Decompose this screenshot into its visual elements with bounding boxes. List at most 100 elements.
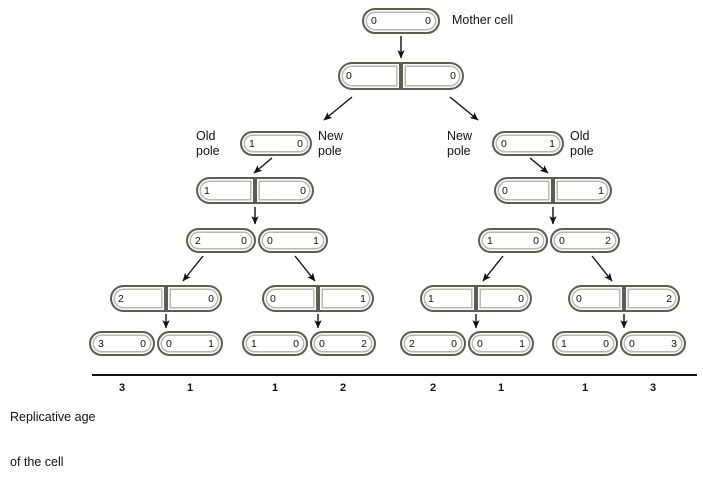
pole-age-left: 1 xyxy=(428,292,434,305)
pole-age-left: 0 xyxy=(501,137,507,150)
replicative-age-label: Replicative age of the cell xyxy=(10,379,95,501)
pole-age-right: 0 xyxy=(451,337,457,350)
arrow-g2-left xyxy=(253,157,273,174)
pole-age-left: 0 xyxy=(477,337,483,350)
replicative-age-value: 2 xyxy=(339,382,347,394)
cell-half-right xyxy=(624,285,680,312)
pole-age-right: 1 xyxy=(208,337,214,350)
arrow-g1-left xyxy=(323,96,353,121)
pole-age-right: 0 xyxy=(603,337,609,350)
pole-age-right: 1 xyxy=(313,234,319,247)
pole-age-right: 0 xyxy=(140,337,146,350)
label-line: pole xyxy=(196,144,220,159)
arrow-g3-c2 xyxy=(294,255,316,282)
cell-half-right xyxy=(553,177,612,204)
pole-age-left: 0 xyxy=(166,337,172,350)
pole-age-right: 1 xyxy=(519,337,525,350)
replicative-age-label-line2: of the cell xyxy=(10,455,64,470)
arrow-g3-c4 xyxy=(591,255,613,282)
label-line: New xyxy=(447,129,473,143)
replicative-age-label-line1: Replicative age xyxy=(10,409,96,424)
pole-age-left: 3 xyxy=(98,337,104,350)
pole-age-right: 2 xyxy=(361,337,367,350)
pole-age-left: 0 xyxy=(559,234,565,247)
division-arrows xyxy=(162,36,628,329)
pole-age-right: 1 xyxy=(598,184,604,197)
label-line: pole xyxy=(447,144,471,159)
cell-half-left xyxy=(568,285,624,312)
pole-age-left: 1 xyxy=(487,234,493,247)
label-line: New xyxy=(318,129,344,143)
pole-age-right: 0 xyxy=(297,137,303,150)
replicative-age-value: 1 xyxy=(581,382,589,394)
mother-cell-label: Mother cell xyxy=(452,13,513,28)
cell-half-left xyxy=(338,62,401,90)
pole-age-left: 2 xyxy=(118,292,124,305)
replicative-age-value: 1 xyxy=(271,382,279,394)
cell-half-right xyxy=(318,285,374,312)
arrow-g3-c1 xyxy=(182,255,204,282)
label-line: Old xyxy=(570,129,590,143)
cell-half-left xyxy=(494,177,553,204)
replicative-age-value: 3 xyxy=(649,382,657,394)
pole-age-left: 0 xyxy=(576,292,582,305)
label-line: pole xyxy=(318,144,342,159)
replicative-age-value: 3 xyxy=(118,382,126,394)
pole-age-right: 2 xyxy=(666,292,672,305)
cell-half-left xyxy=(262,285,318,312)
cell-half-right xyxy=(401,62,464,90)
pole-age-right: 1 xyxy=(549,137,555,150)
pole-age-left: 0 xyxy=(270,292,276,305)
cell-half-right xyxy=(476,285,532,312)
pole-age-right: 0 xyxy=(300,184,306,197)
pole-age-right: 0 xyxy=(208,292,214,305)
pole-age-right: 3 xyxy=(671,337,677,350)
pole-age-left: 1 xyxy=(251,337,257,350)
cell-half-right xyxy=(166,285,222,312)
pole-age-right: 0 xyxy=(450,69,456,82)
label-line: Mother cell xyxy=(452,13,514,27)
cell-half-left xyxy=(196,177,255,204)
label-line: pole xyxy=(570,144,594,159)
label-line: Old xyxy=(196,129,216,143)
pole-age-left: 0 xyxy=(629,337,635,350)
cell-half-left xyxy=(110,285,166,312)
arrow-layer xyxy=(162,36,628,329)
replicative-age-value: 2 xyxy=(429,382,437,394)
pole-age-left: 1 xyxy=(204,184,210,197)
pole-age-right: 0 xyxy=(425,14,431,27)
pole-age-left: 0 xyxy=(502,184,508,197)
pole-age-right: 0 xyxy=(293,337,299,350)
pole-age-right: 0 xyxy=(518,292,524,305)
pole-age-left: 0 xyxy=(319,337,325,350)
pole-age-right: 1 xyxy=(360,292,366,305)
pole-age-left: 2 xyxy=(409,337,415,350)
cell-half-right xyxy=(255,177,314,204)
replicative-age-value: 1 xyxy=(497,382,505,394)
replicative-age-value: 1 xyxy=(186,382,194,394)
pole-age-left: 0 xyxy=(346,69,352,82)
pole-age-left: 0 xyxy=(267,234,273,247)
